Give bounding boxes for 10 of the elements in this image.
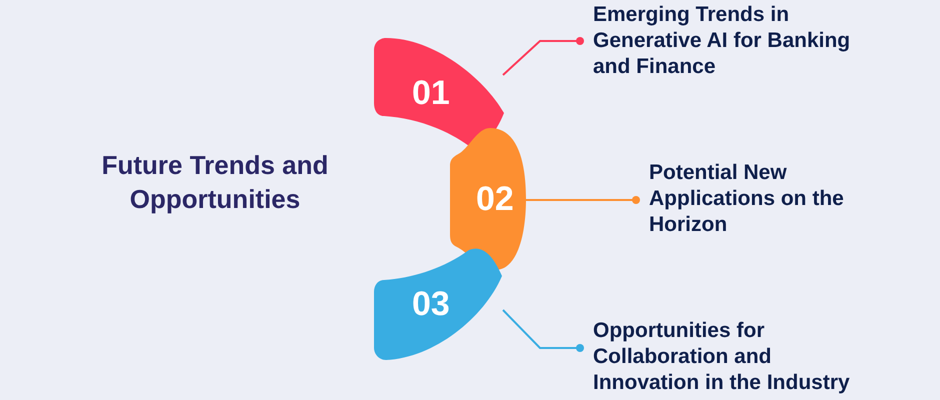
diagram-title: Future Trends and Opportunities — [100, 149, 330, 216]
step-description: Opportunities for Collaboration and Innovation in the Industry — [593, 318, 851, 396]
step-number: 02 — [476, 182, 514, 216]
leader-line — [526, 196, 640, 204]
step-number: 03 — [412, 287, 450, 321]
step-description: Potential New Applications on the Horizon — [649, 160, 845, 238]
leader-line — [502, 37, 584, 76]
leader-line — [502, 309, 584, 352]
step-description: Emerging Trends in Generative AI for Banking and Finance — [593, 2, 852, 80]
step-number: 01 — [412, 76, 450, 110]
